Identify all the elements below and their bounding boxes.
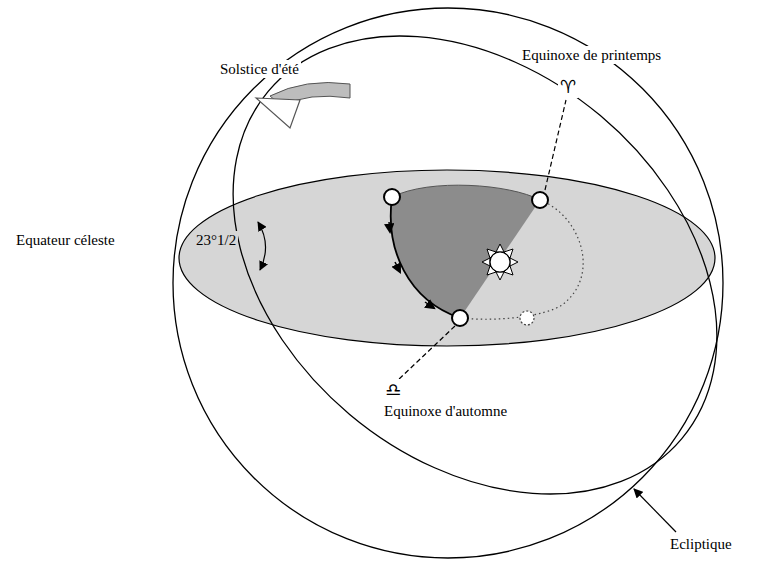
earth-dotted: [520, 311, 534, 325]
leader-arrow: [634, 489, 676, 532]
earth-position: [532, 192, 548, 208]
orbit-sector: [391, 185, 540, 318]
motion-arrow: [425, 302, 434, 308]
motion-arrow: [395, 262, 400, 272]
orbit-arc: [392, 185, 540, 200]
equator-outline: [179, 170, 715, 346]
angle-arc: [258, 222, 266, 270]
angle-label: 23°1/2: [194, 231, 238, 249]
node-line: [545, 100, 566, 190]
sphere-outline: [173, 8, 723, 558]
ecliptic-label: Ecliptique: [668, 535, 734, 553]
equinox-label: Equinoxe de printemps: [520, 46, 663, 64]
zodiac-symbol: ♈: [558, 76, 578, 98]
sun-symbol: [482, 244, 518, 280]
earth-position: [384, 189, 400, 205]
node-line: [398, 326, 455, 380]
equator-plane: [179, 170, 715, 346]
equator-label: Equateur céleste: [14, 231, 117, 249]
zodiac-symbol: ♎: [383, 379, 403, 401]
orbit-arc: [391, 197, 460, 318]
motion-arrow: [389, 222, 390, 232]
ecliptic-circle: [143, 0, 772, 567]
solstice-label: Solstice d'été: [218, 60, 301, 78]
solstice-arrowhead: [256, 98, 300, 128]
earth-position: [452, 310, 468, 326]
orbit-dotted: [460, 200, 583, 319]
equinox-label: Equinoxe d'automne: [382, 402, 509, 420]
